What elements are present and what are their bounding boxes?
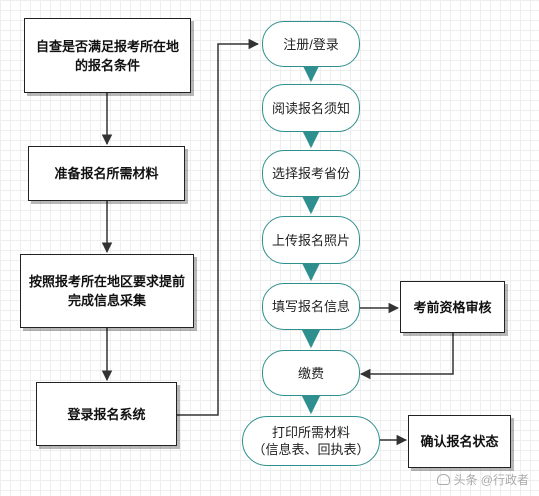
pre-exam-review-label: 考前资格审核 bbox=[413, 299, 492, 315]
payment-step: 缴费 bbox=[262, 350, 360, 396]
self-check-label: 自查是否满足报考所在地的报名条件 bbox=[35, 38, 179, 73]
toutiao-logo-icon bbox=[437, 474, 451, 485]
prepare-materials-label: 准备报名所需材料 bbox=[54, 166, 159, 181]
payment-label: 缴费 bbox=[297, 365, 324, 381]
upload-photo-step: 上传报名照片 bbox=[262, 216, 360, 264]
confirm-status-box: 确认报名状态 bbox=[408, 415, 511, 468]
print-materials-step: 打印所需材料 （信息表、回执表） bbox=[242, 416, 380, 466]
print-materials-label: 打印所需材料 （信息表、回执表） bbox=[252, 425, 370, 457]
login-system-label: 登录报名系统 bbox=[67, 406, 146, 422]
info-collection-label: 按照报考所在地区要求提前完成信息采集 bbox=[29, 274, 186, 308]
self-check-box: 自查是否满足报考所在地的报名条件 bbox=[24, 18, 191, 93]
select-province-label: 选择报考省份 bbox=[271, 166, 350, 181]
upload-photo-label: 上传报名照片 bbox=[271, 232, 350, 248]
info-collection-box: 按照报考所在地区要求提前完成信息采集 bbox=[20, 254, 194, 328]
select-province-step: 选择报考省份 bbox=[262, 150, 360, 197]
read-notice-label: 阅读报名须知 bbox=[271, 100, 350, 116]
read-notice-step: 阅读报名须知 bbox=[262, 84, 360, 132]
confirm-status-label: 确认报名状态 bbox=[420, 434, 499, 449]
login-system-box: 登录报名系统 bbox=[36, 382, 177, 446]
pre-exam-review-box: 考前资格审核 bbox=[400, 281, 505, 333]
register-login-step: 注册/登录 bbox=[262, 21, 360, 67]
register-login-label: 注册/登录 bbox=[283, 36, 339, 52]
fill-info-step: 填写报名信息 bbox=[262, 283, 360, 330]
prepare-materials-box: 准备报名所需材料 bbox=[28, 146, 185, 201]
fill-info-label: 填写报名信息 bbox=[271, 299, 350, 314]
watermark-text: 头条 @行政者 bbox=[453, 473, 529, 487]
arrow-review-to-pay bbox=[359, 333, 454, 380]
arrow-login-to-register bbox=[177, 38, 260, 416]
watermark: 头条 @行政者 bbox=[437, 471, 529, 488]
